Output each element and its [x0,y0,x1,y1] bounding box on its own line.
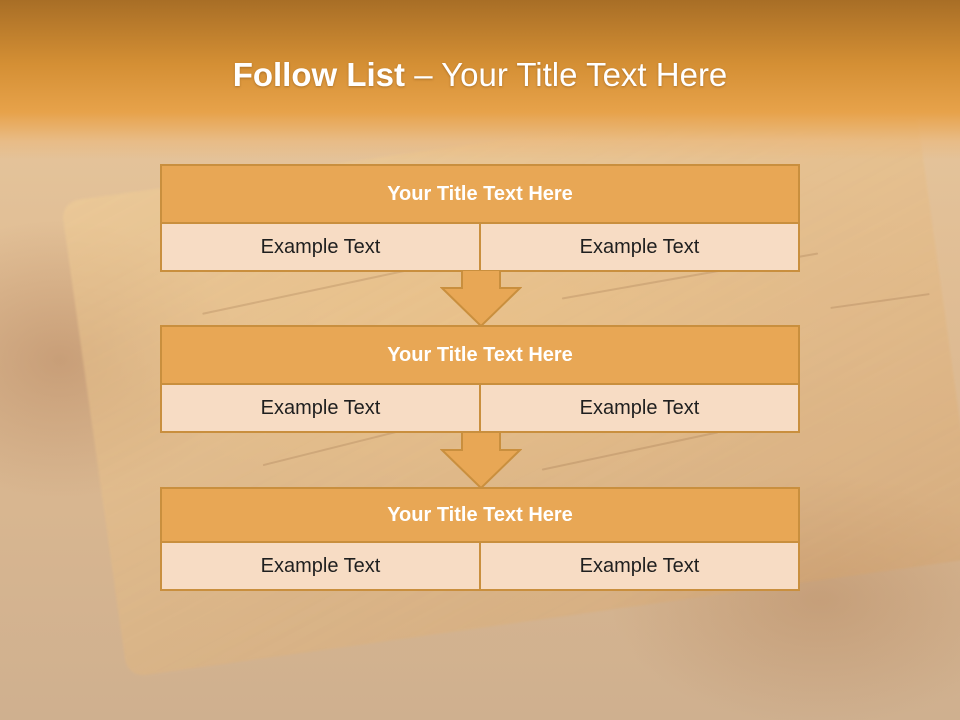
step-box-3[interactable]: Your Title Text Here Example Text Exampl… [160,487,800,591]
slide-title-rest: – Your Title Text Here [405,56,728,93]
step-heading[interactable]: Your Title Text Here [162,166,798,224]
step-heading[interactable]: Your Title Text Here [162,327,798,385]
step-cell-left[interactable]: Example Text [162,385,479,431]
step-cell-right[interactable]: Example Text [479,543,798,589]
down-arrow-icon [440,432,522,490]
step-box-2[interactable]: Your Title Text Here Example Text Exampl… [160,325,800,433]
down-arrow-icon [440,270,522,328]
step-row: Example Text Example Text [162,224,798,270]
step-cell-right[interactable]: Example Text [479,224,798,270]
step-row: Example Text Example Text [162,385,798,431]
title-bar [0,0,960,160]
step-heading[interactable]: Your Title Text Here [162,489,798,543]
slide-title-bold: Follow List [232,56,406,93]
step-row: Example Text Example Text [162,543,798,589]
step-cell-left[interactable]: Example Text [162,224,479,270]
step-cell-left[interactable]: Example Text [162,543,479,589]
slide-title: Follow List – Your Title Text Here [0,56,960,94]
step-cell-right[interactable]: Example Text [479,385,798,431]
step-box-1[interactable]: Your Title Text Here Example Text Exampl… [160,164,800,272]
